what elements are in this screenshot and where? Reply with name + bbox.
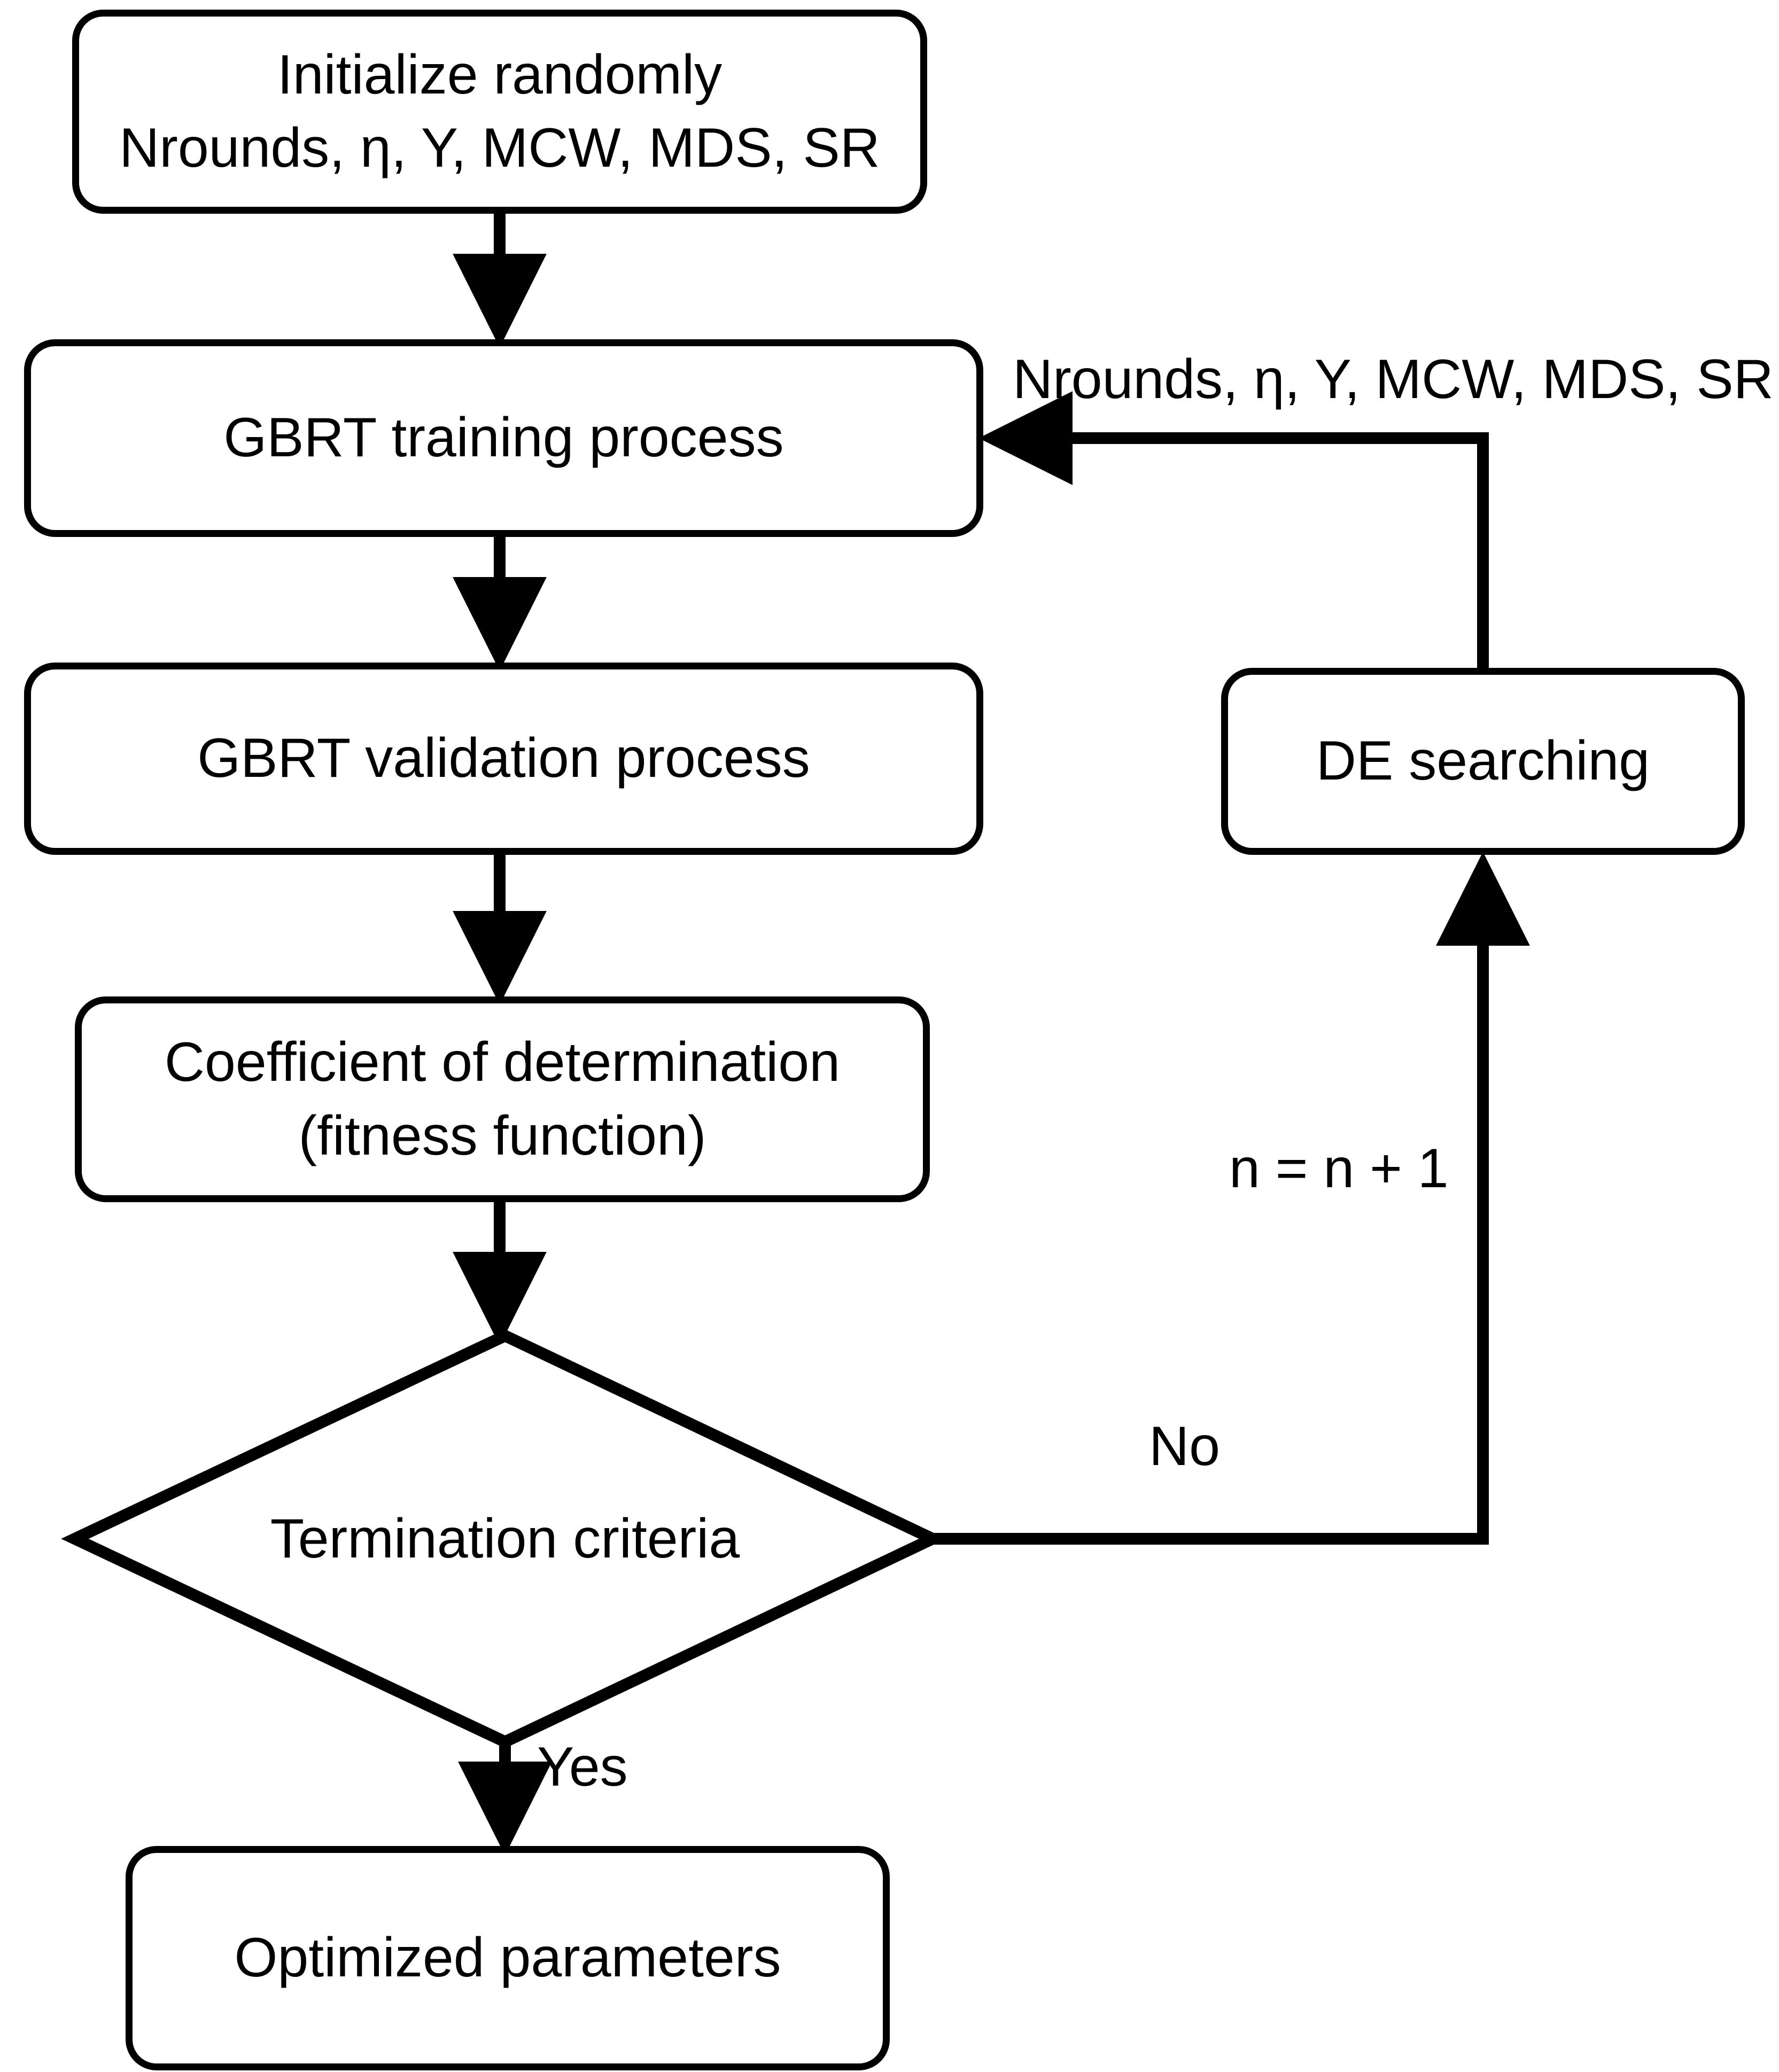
edge-label-iteration-increment: n = n + 1 xyxy=(1229,1138,1449,1199)
node-initialize-line2: Nrounds, η, Υ, MCW, MDS, SR xyxy=(119,117,880,179)
node-de-searching-label: DE searching xyxy=(1316,730,1650,792)
edge-label-no: No xyxy=(1149,1415,1220,1477)
edge-decision-to-de-search xyxy=(933,852,1530,1545)
node-de-searching[interactable]: DE searching xyxy=(1221,668,1745,855)
node-fitness-line2: (fitness function) xyxy=(298,1104,706,1167)
node-coefficient-of-determination[interactable]: Coefficient of determination (fitness fu… xyxy=(75,996,930,1202)
edge-label-parameters-feedback: Nrounds, η, Υ, MCW, MDS, SR xyxy=(1013,348,1774,410)
node-initialize-line1: Initialize randomly xyxy=(277,43,723,106)
node-gbrt-training-process[interactable]: GBRT training process xyxy=(24,339,983,537)
node-optimized-parameters[interactable]: Optimized parameters xyxy=(126,1846,890,2070)
node-gbrt-validation-label: GBRT validation process xyxy=(197,727,810,790)
node-fitness-line1: Coefficient of determination xyxy=(164,1031,841,1094)
node-gbrt-training-label: GBRT training process xyxy=(223,407,784,469)
node-initialize-randomly[interactable]: Initialize randomly Nrounds, η, Υ, MCW, … xyxy=(72,10,927,214)
node-optimized-parameters-label: Optimized parameters xyxy=(234,1927,781,1989)
edge-de-search-to-train xyxy=(978,391,1489,668)
node-gbrt-validation-process[interactable]: GBRT validation process xyxy=(24,663,983,855)
edge-label-yes: Yes xyxy=(537,1736,628,1798)
node-termination-criteria-label: Termination criteria xyxy=(270,1508,740,1570)
